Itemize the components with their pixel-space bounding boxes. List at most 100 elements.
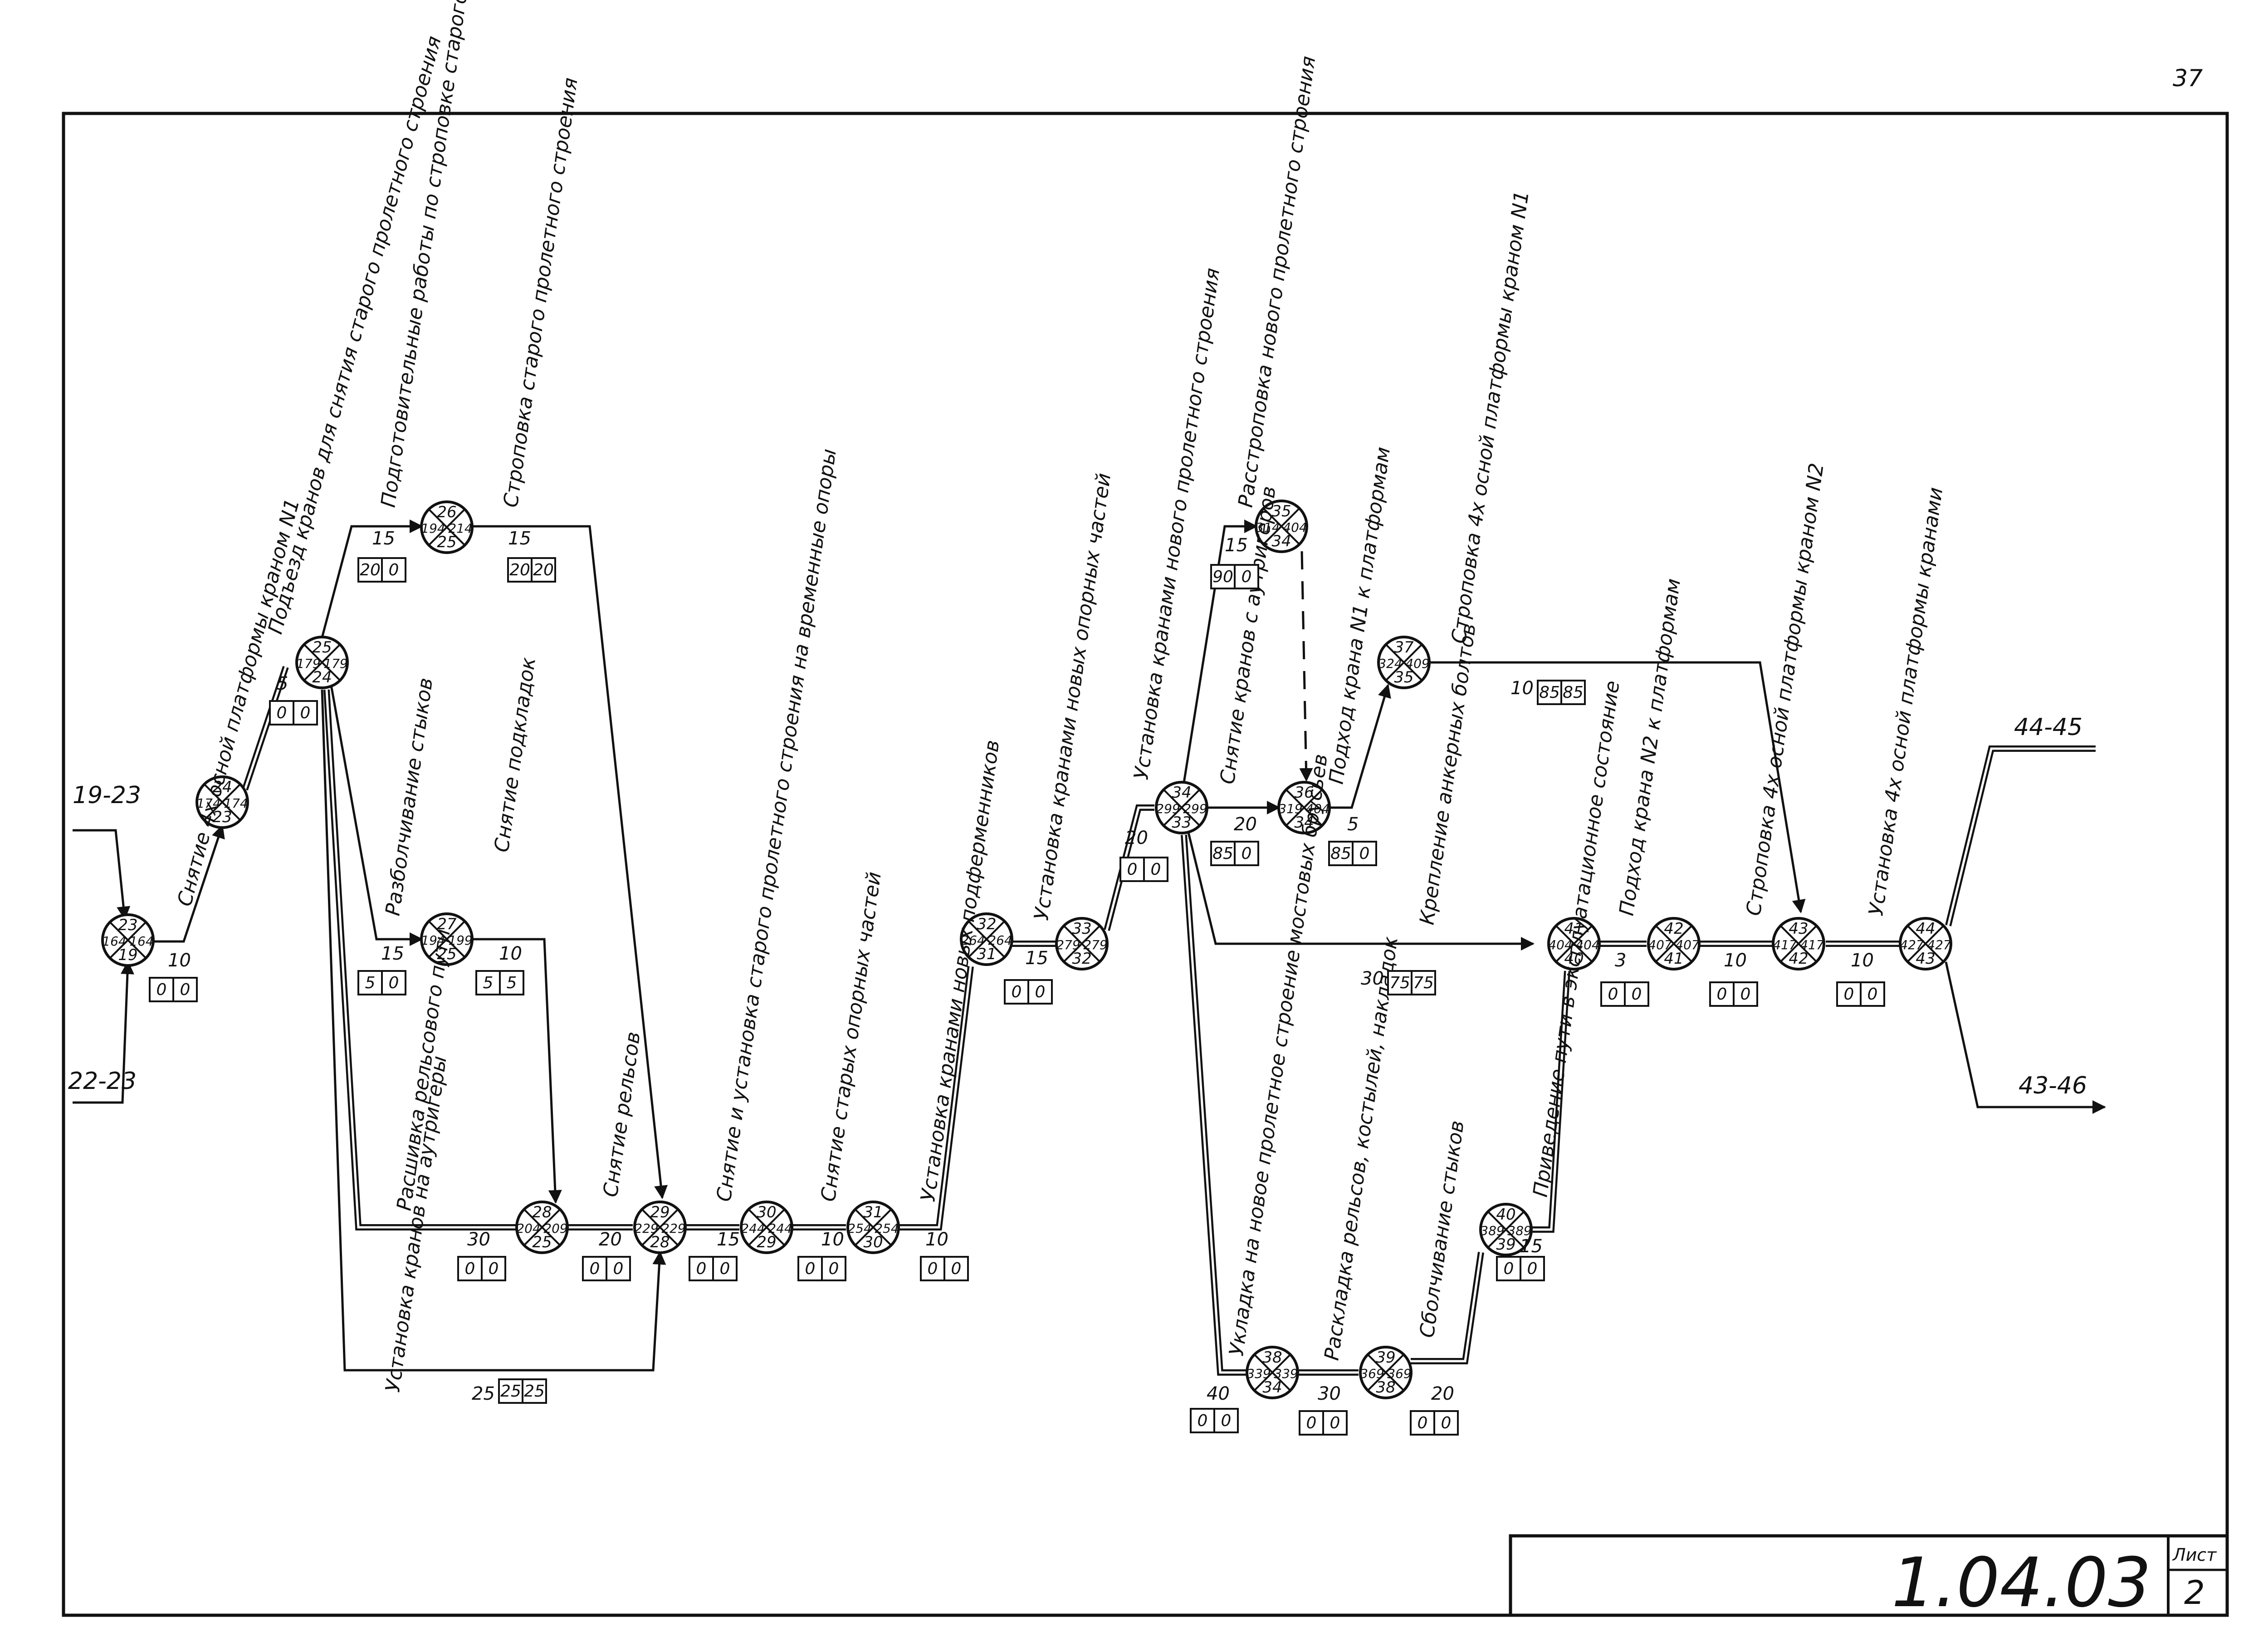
event-node-left-number: 279 bbox=[1056, 937, 1080, 952]
reserve-box: 0 bbox=[269, 700, 294, 725]
reserve-box-frame bbox=[1624, 981, 1649, 1007]
event-node-top-number: 36 bbox=[1294, 784, 1314, 802]
event-node-right-number: 229 bbox=[661, 1221, 685, 1236]
label-a33-34: Установка кранами нового пролетного стро… bbox=[1129, 266, 1224, 781]
event-node-divider bbox=[428, 508, 466, 546]
reserve-box: 0 bbox=[1352, 841, 1377, 866]
dur-a34-36: 20 bbox=[1234, 814, 1257, 835]
event-node-bottom-number: 40 bbox=[1564, 950, 1584, 968]
event-node-left-number: 324 bbox=[1378, 656, 1402, 671]
event-node-bottom-number: 41 bbox=[1664, 950, 1683, 968]
reserve-box-frame bbox=[381, 970, 406, 995]
event-node-left-number: 299 bbox=[1156, 801, 1180, 816]
reserve-value: 0 bbox=[465, 1260, 475, 1278]
event-node-bottom-number: 25 bbox=[437, 945, 456, 963]
event-node-right-number: 417 bbox=[1800, 937, 1824, 952]
reserve-box-frame bbox=[475, 970, 501, 995]
event-node-bottom-number: 31 bbox=[977, 945, 996, 963]
event-node-divider bbox=[428, 920, 466, 958]
reserve-box-frame bbox=[689, 1256, 714, 1281]
event-node-bottom-number: 25 bbox=[437, 533, 456, 551]
reserve-value: 0 bbox=[1608, 985, 1618, 1004]
reserve-value: 0 bbox=[1221, 1412, 1232, 1430]
event-node-right-number: 199 bbox=[448, 933, 472, 948]
label-a28-29: Снятие рельсов bbox=[599, 1030, 645, 1199]
event-node-bottom-number: 29 bbox=[757, 1233, 776, 1251]
reserve-box-frame bbox=[1143, 857, 1168, 882]
edge-out-44-45-inner bbox=[1947, 747, 2096, 926]
reserve-box: 0 bbox=[381, 557, 406, 583]
sheet-label: Лист bbox=[2172, 1545, 2217, 1565]
label-a26-29: Строповка старого пролетного строения bbox=[499, 76, 582, 509]
event-node-divider bbox=[1262, 507, 1300, 545]
dur-a29-30: 15 bbox=[717, 1229, 740, 1250]
event-node-left-number: 229 bbox=[634, 1221, 658, 1236]
reserve-value: 5 bbox=[483, 974, 494, 992]
reserve-box: 0 bbox=[582, 1256, 607, 1281]
reserve-box: 85 bbox=[1328, 841, 1354, 866]
reserve-value: 0 bbox=[829, 1260, 839, 1278]
reserve-box: 0 bbox=[606, 1256, 631, 1281]
event-node-right-number: 427 bbox=[1927, 937, 1951, 952]
reserve-value: 85 bbox=[1330, 844, 1351, 863]
dur-a37-43: 10 bbox=[1510, 678, 1534, 699]
reserve-value: 0 bbox=[1012, 983, 1022, 1001]
edge-36-37 bbox=[1329, 684, 1391, 809]
label-a38-39: Раскладка рельсов, костылей, накладок bbox=[1320, 935, 1403, 1362]
reserve-box-frame bbox=[481, 1256, 506, 1281]
reserve-box: 20 bbox=[357, 557, 383, 583]
label-a29-30: Снятие и установка старого пролетного ст… bbox=[712, 447, 841, 1203]
durations: 10 5 15 15 15 10 30 20 25 15 10 10 15 20… bbox=[168, 528, 1874, 1404]
reserve-box-frame bbox=[522, 1378, 547, 1404]
event-node-bottom-number: 39 bbox=[1496, 1235, 1515, 1254]
event-node-right-number: 404 bbox=[1283, 520, 1307, 535]
external-link-labels: 19-23 22-23 44-45 43-46 bbox=[68, 714, 2087, 1099]
reserve-value: 0 bbox=[1441, 1414, 1452, 1432]
event-node-right-number: 174 bbox=[224, 796, 248, 811]
event-node-right-number: 179 bbox=[323, 656, 347, 671]
event-node-divider bbox=[203, 783, 241, 821]
event-node-left-number: 417 bbox=[1773, 937, 1797, 952]
reserve-value: 0 bbox=[180, 980, 191, 999]
reserve-box-frame bbox=[821, 1256, 846, 1281]
event-node-right-number: 244 bbox=[768, 1221, 792, 1236]
event-node-divider bbox=[1487, 1211, 1525, 1249]
reserve-value: 0 bbox=[720, 1260, 730, 1278]
label-a25-26: Подготовительные работы по строповке ста… bbox=[376, 0, 504, 509]
reserve-box: 0 bbox=[1624, 981, 1649, 1007]
reserve-box: 0 bbox=[1234, 841, 1259, 866]
reserve-value: 5 bbox=[365, 974, 376, 992]
event-node-divider bbox=[523, 1208, 561, 1246]
label-a30-31: Снятие старых опорных частей bbox=[816, 870, 886, 1203]
event-node-top-number: 40 bbox=[1496, 1206, 1515, 1224]
reserve-box: 0 bbox=[943, 1256, 969, 1281]
reserve-box-frame bbox=[499, 970, 524, 995]
reserve-box-frame bbox=[172, 977, 198, 1002]
reserve-box: 0 bbox=[1600, 981, 1626, 1007]
event-node-bottom-number: 30 bbox=[863, 1233, 883, 1251]
event-node-divider bbox=[748, 1208, 786, 1246]
event-node-top-number: 41 bbox=[1564, 920, 1584, 938]
edge-out-43-46 bbox=[1945, 961, 2106, 1114]
reserve-box-frame bbox=[1328, 841, 1354, 866]
event-node-top-number: 26 bbox=[437, 503, 456, 521]
reserve-box: 5 bbox=[499, 970, 524, 995]
reserve-box: 0 bbox=[1709, 981, 1735, 1007]
reserve-box: 0 bbox=[1143, 857, 1168, 882]
reserve-value: 20 bbox=[533, 561, 554, 579]
edge-34-35 bbox=[1183, 520, 1258, 783]
reserve-box-frame bbox=[1600, 981, 1626, 1007]
event-node-bottom-number: 35 bbox=[1394, 668, 1413, 686]
label-a36-37: Подход крана N1 к платформам bbox=[1325, 446, 1395, 786]
reserve-value: 0 bbox=[389, 561, 399, 579]
reserve-box: 0 bbox=[1119, 857, 1145, 882]
event-node-right-number: 299 bbox=[1183, 801, 1207, 816]
document-code: 1.04.03 bbox=[1892, 1544, 2151, 1622]
label-a39-40: Сболчивание стыков bbox=[1415, 1119, 1469, 1339]
